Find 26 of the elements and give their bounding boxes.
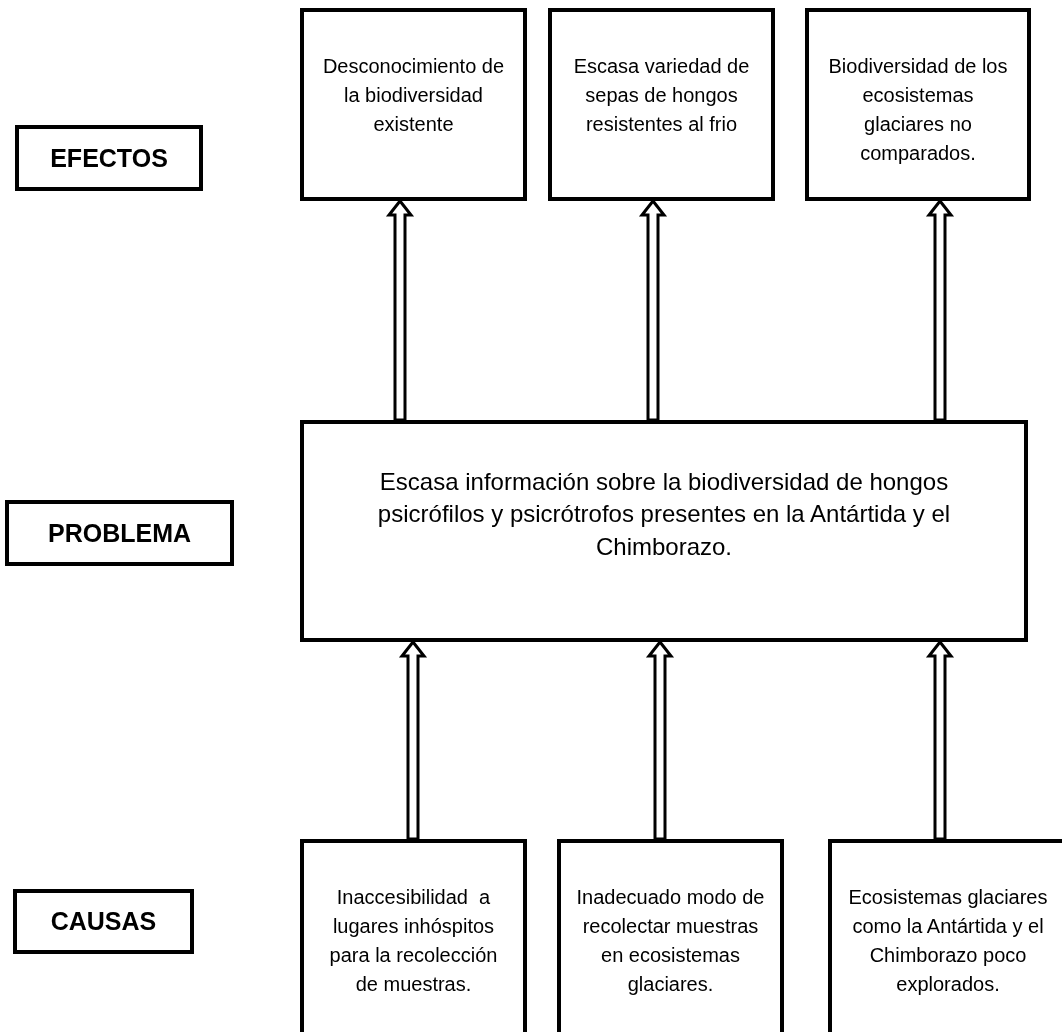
- process-box: [300, 8, 527, 201]
- node-text: Escasa información sobre la biodiversidad de hongos psicrófilos y psicrótrofos presentes en la Antártida y el Chimborazo.: [376, 467, 952, 562]
- node-text: Inaccesibilidad a lugares inhóspitos para la recolección de muestras.: [328, 885, 499, 997]
- section-label-box: [15, 125, 203, 191]
- node-text: CAUSAS: [50, 906, 157, 938]
- process-box: [548, 8, 775, 201]
- problem-box: [300, 420, 1028, 642]
- process-box: [828, 839, 1062, 1032]
- section-label-box: [13, 889, 194, 954]
- node-text: EFECTOS: [50, 142, 168, 174]
- node-text: Biodiversidad de los ecosistemas glaciares no comparados.: [827, 54, 1009, 166]
- process-box: [557, 839, 784, 1032]
- hollow-arrow: [925, 639, 955, 841]
- hollow-arrow: [925, 198, 955, 422]
- hollow-arrow: [385, 198, 415, 422]
- process-box: [300, 839, 527, 1032]
- node-text: Inadecuado modo de recolectar muestras en ecosistemas glaciares.: [575, 885, 766, 997]
- node-text: Ecosistemas glaciares como la Antártida y el Chimborazo poco explorados.: [847, 885, 1049, 997]
- node-text: Escasa variedad de sepas de hongos resistentes al frio: [572, 54, 751, 137]
- section-label-box: [5, 500, 234, 566]
- hollow-arrow: [638, 198, 668, 422]
- hollow-arrow: [398, 639, 428, 841]
- hollow-arrow: [645, 639, 675, 841]
- node-text: PROBLEMA: [47, 517, 192, 549]
- node-text: Desconocimiento de la biodiversidad existente: [321, 54, 506, 137]
- process-box: [805, 8, 1031, 201]
